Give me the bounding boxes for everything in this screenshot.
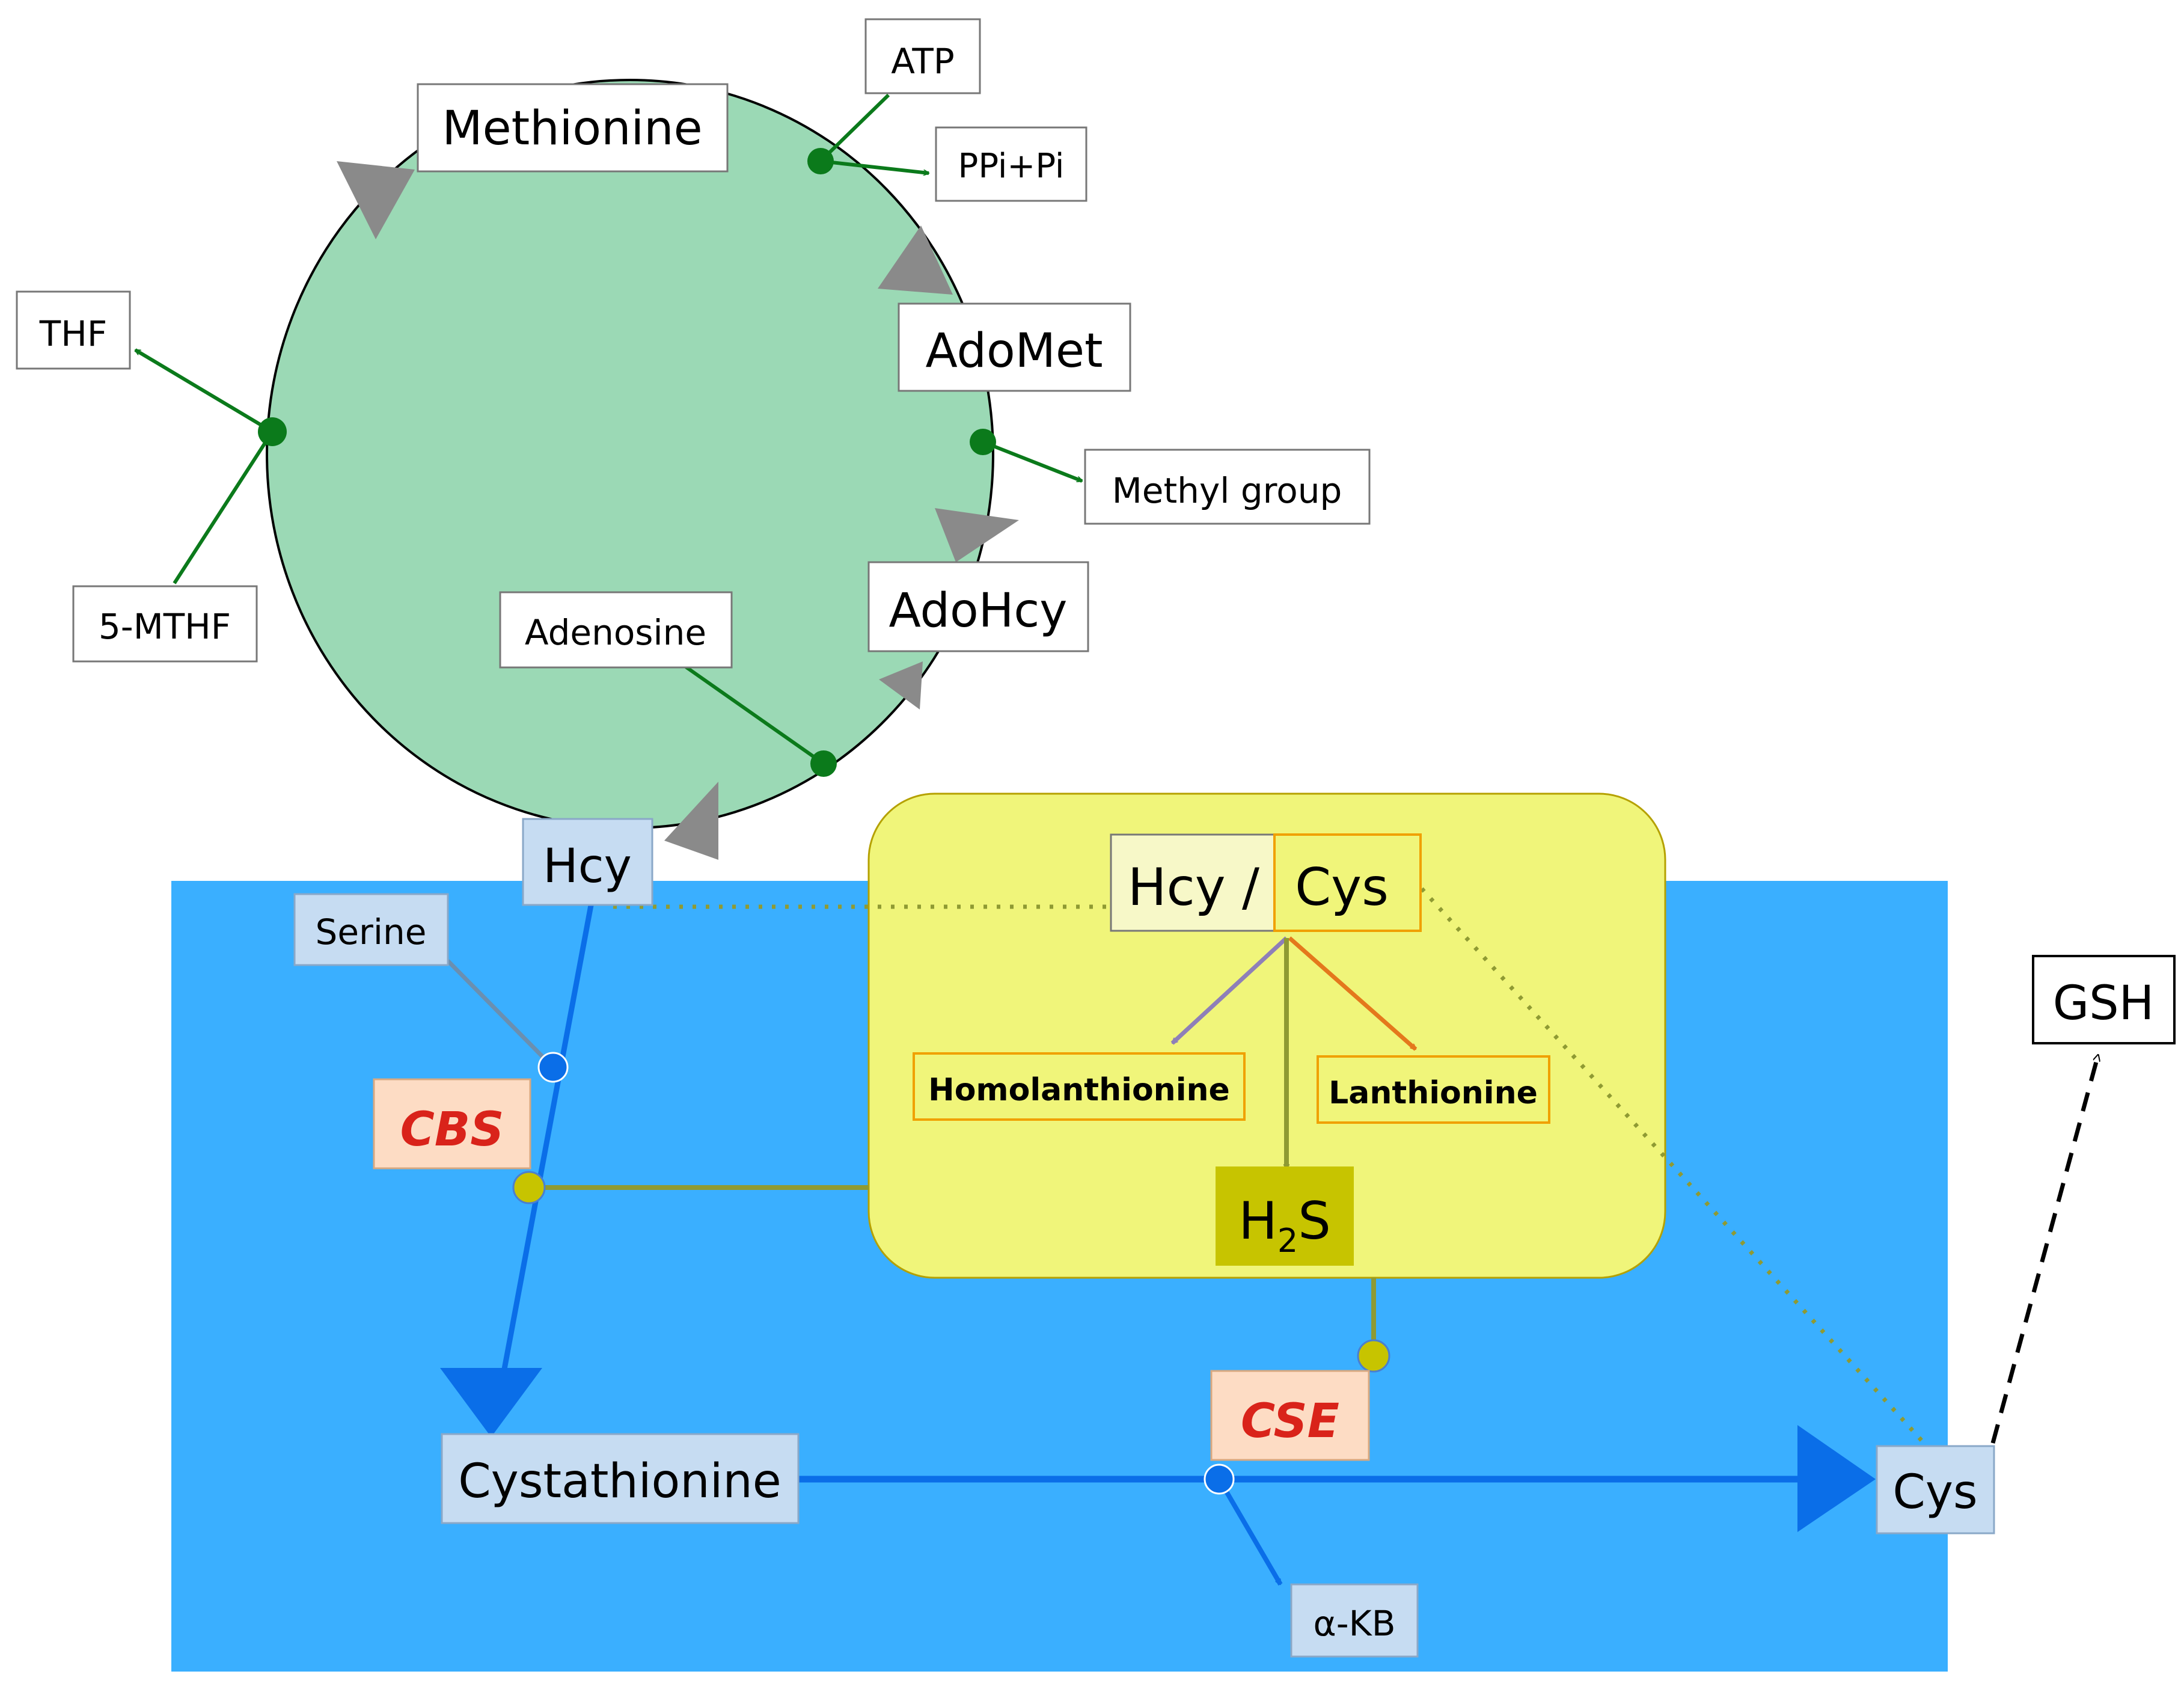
folate-reaction: [135, 348, 287, 584]
adohcy-node: AdoHcy: [867, 561, 1089, 652]
svg-text:AdoMet: AdoMet: [925, 324, 1103, 378]
atp-node: ATP: [864, 18, 981, 94]
cse-pathway: [798, 1425, 1876, 1584]
svg-text:ATP: ATP: [891, 41, 955, 82]
thf-node: THF: [16, 290, 131, 370]
adenosine-node: Adenosine: [499, 591, 733, 669]
svg-text:Methyl group: Methyl group: [1112, 470, 1342, 511]
svg-text:CBS: CBS: [400, 1103, 504, 1157]
svg-text:Adenosine: Adenosine: [525, 612, 706, 653]
hcy-cys-substrate-node: Hcy / Cys: [1110, 833, 1422, 932]
cycle-arrowhead-adohcy-to-hcy: [879, 661, 923, 710]
methyl-group-node: Methyl group: [1084, 449, 1371, 525]
cbs-h2s-connector: [512, 1171, 869, 1204]
svg-text:AdoHcy: AdoHcy: [889, 584, 1068, 638]
cse-enzyme-node: CSE: [1210, 1370, 1370, 1461]
methionine-node: Methionine: [417, 83, 729, 173]
arrow-to-lanthionine: [1288, 936, 1418, 1051]
svg-text:GSH: GSH: [2053, 976, 2155, 1031]
lanthionine-node: Lanthionine: [1317, 1055, 1550, 1124]
cys-node: Cys: [1876, 1445, 1995, 1534]
svg-text:Homolanthionine: Homolanthionine: [928, 1072, 1230, 1108]
cbs-pathway: [440, 898, 595, 1437]
gsh-node: GSH: [2032, 955, 2176, 1044]
atp-reaction: [807, 93, 929, 174]
svg-text:Serine: Serine: [316, 912, 427, 952]
cycle-arrowhead-to-adohcy: [935, 508, 1019, 562]
cycle-arrowhead-to-adomet: [878, 225, 953, 295]
svg-text:H2S: H2S: [1238, 1191, 1331, 1260]
hcy-node: Hcy: [522, 818, 653, 906]
svg-text:Hcy: Hcy: [543, 839, 632, 894]
homolanthionine-node: Homolanthionine: [913, 1052, 1246, 1121]
svg-text:THF: THF: [39, 313, 107, 354]
adenosine-reaction: [681, 663, 837, 777]
cystathionine-node: Cystathionine: [441, 1433, 800, 1524]
svg-text:PPi+Pi: PPi+Pi: [958, 147, 1065, 186]
svg-text:α-KB: α-KB: [1314, 1603, 1396, 1644]
arrow-to-homolanthionine: [1170, 936, 1288, 1045]
arrow-cys-to-gsh: [1990, 1055, 2098, 1444]
ppi-pi-node: PPi+Pi: [935, 126, 1087, 202]
methyl-reaction: [970, 429, 1082, 483]
svg-text:5-MTHF: 5-MTHF: [99, 606, 231, 647]
cycle-arrowhead-to-hcy: [664, 782, 718, 860]
alpha-kb-node: α-KB: [1290, 1583, 1419, 1658]
svg-text:CSE: CSE: [1241, 1394, 1339, 1448]
svg-text:Cys: Cys: [1295, 857, 1389, 918]
cycle-arrowhead-to-methionine: [337, 161, 415, 239]
adomet-node: AdoMet: [898, 302, 1131, 392]
h2s-production-box: [867, 792, 1666, 1279]
h2s-node: H2S: [1216, 1166, 1354, 1266]
svg-text:Lanthionine: Lanthionine: [1329, 1075, 1538, 1111]
svg-text:Methionine: Methionine: [442, 102, 702, 156]
five-mthf-node: 5-MTHF: [72, 585, 258, 663]
cbs-enzyme-node: CBS: [373, 1078, 531, 1169]
svg-text:Cys: Cys: [1892, 1465, 1977, 1519]
svg-text:Cystathionine: Cystathionine: [458, 1455, 782, 1509]
serine-node: Serine: [293, 893, 449, 966]
cse-h2s-connector: [1357, 1278, 1390, 1373]
svg-text:Hcy /: Hcy /: [1128, 857, 1259, 918]
